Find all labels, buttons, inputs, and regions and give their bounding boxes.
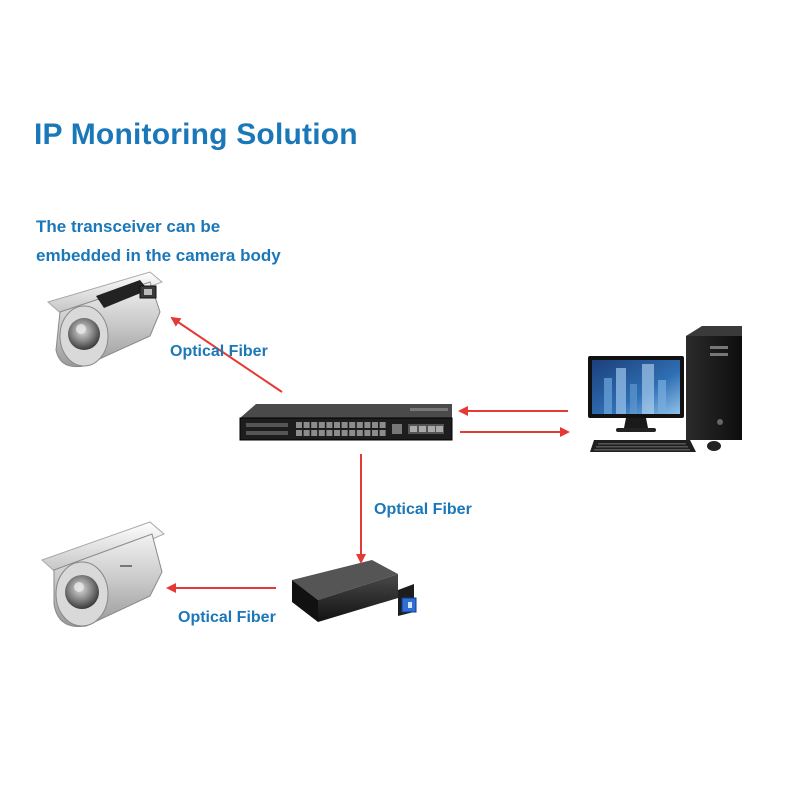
switch-port xyxy=(318,422,325,428)
switch-port xyxy=(356,430,363,436)
fiber-label-middle: Optical Fiber xyxy=(374,501,472,518)
desktop-computer xyxy=(588,326,742,452)
switch-port xyxy=(318,430,325,436)
fiber-links xyxy=(166,316,570,593)
switch-port xyxy=(311,422,318,428)
page-title: IP Monitoring Solution xyxy=(34,118,358,151)
switch-port xyxy=(372,430,378,436)
switch-port xyxy=(303,430,310,436)
camera-top xyxy=(46,271,163,368)
switch-port xyxy=(349,422,356,428)
switch-port xyxy=(379,422,386,428)
switch-port xyxy=(379,430,386,436)
switch-port xyxy=(372,422,378,428)
switch-port xyxy=(296,422,302,428)
fiber-label-bottom: Optical Fiber xyxy=(178,609,276,626)
note-line-1: The transceiver can be xyxy=(36,217,221,236)
switch-port xyxy=(326,430,333,436)
fiber-transceiver xyxy=(292,560,417,622)
arrow-switch-to-top-camera xyxy=(170,316,283,393)
switch-port xyxy=(303,422,310,428)
switch-port xyxy=(334,430,340,436)
fiber-label-top: Optical Fiber xyxy=(170,343,268,360)
transceiver-note: The transceiver can be embedded in the c… xyxy=(36,212,281,270)
switch-port xyxy=(296,430,302,436)
switch-port xyxy=(364,430,371,436)
switch-port xyxy=(341,430,348,436)
switch-led-strip xyxy=(246,423,288,427)
switch-port xyxy=(326,422,333,428)
switch-port xyxy=(349,430,356,436)
switch-led-strip xyxy=(246,431,288,435)
switch-port xyxy=(311,430,318,436)
switch-port xyxy=(364,422,371,428)
switch-port xyxy=(341,422,348,428)
switch-port xyxy=(334,422,340,428)
note-line-2: embedded in the camera body xyxy=(36,246,281,265)
network-switch xyxy=(239,404,453,441)
camera-bottom xyxy=(41,521,165,628)
switch-port xyxy=(356,422,363,428)
